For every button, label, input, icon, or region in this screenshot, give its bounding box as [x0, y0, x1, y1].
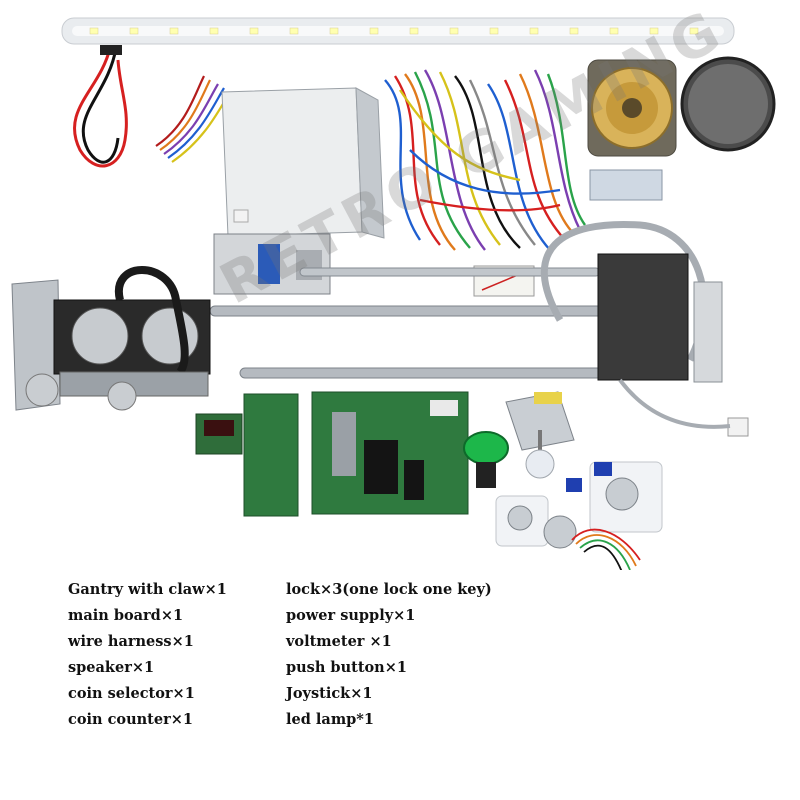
part-item: voltmeter ×1 [286, 633, 392, 650]
part-item: main board×1 [68, 607, 184, 624]
locks [495, 461, 663, 549]
lead-wires [571, 528, 641, 570]
power-supply [221, 87, 385, 239]
bracket [589, 169, 663, 201]
speaker [587, 59, 677, 157]
main-board [311, 391, 469, 515]
speaker-grill [680, 56, 776, 152]
product-photo [11, 17, 776, 570]
part-item: Joystick×1 [286, 685, 373, 702]
gantry [11, 220, 749, 437]
part-item: push button×1 [286, 659, 407, 676]
parts-list: Gantry with claw×1 lock×3(one lock one k… [68, 580, 586, 730]
coin-counter [195, 413, 243, 455]
push-button [463, 431, 509, 488]
led-wires [73, 45, 128, 168]
part-item: wire harness×1 [68, 633, 194, 650]
wire-harness [384, 69, 586, 251]
part-item: Gantry with claw×1 [68, 581, 227, 598]
part-item: lock×3(one lock one key) [286, 581, 492, 598]
joystick [505, 391, 575, 479]
led-strip [61, 17, 735, 45]
coin-selector [213, 233, 331, 295]
part-item: power supply×1 [286, 607, 416, 624]
small-harness [155, 75, 231, 163]
part-item: coin counter×1 [68, 711, 193, 728]
small-board [243, 393, 299, 517]
part-item: speaker×1 [68, 659, 155, 676]
part-item: coin selector×1 [68, 685, 195, 702]
part-item: led lamp*1 [286, 711, 374, 728]
